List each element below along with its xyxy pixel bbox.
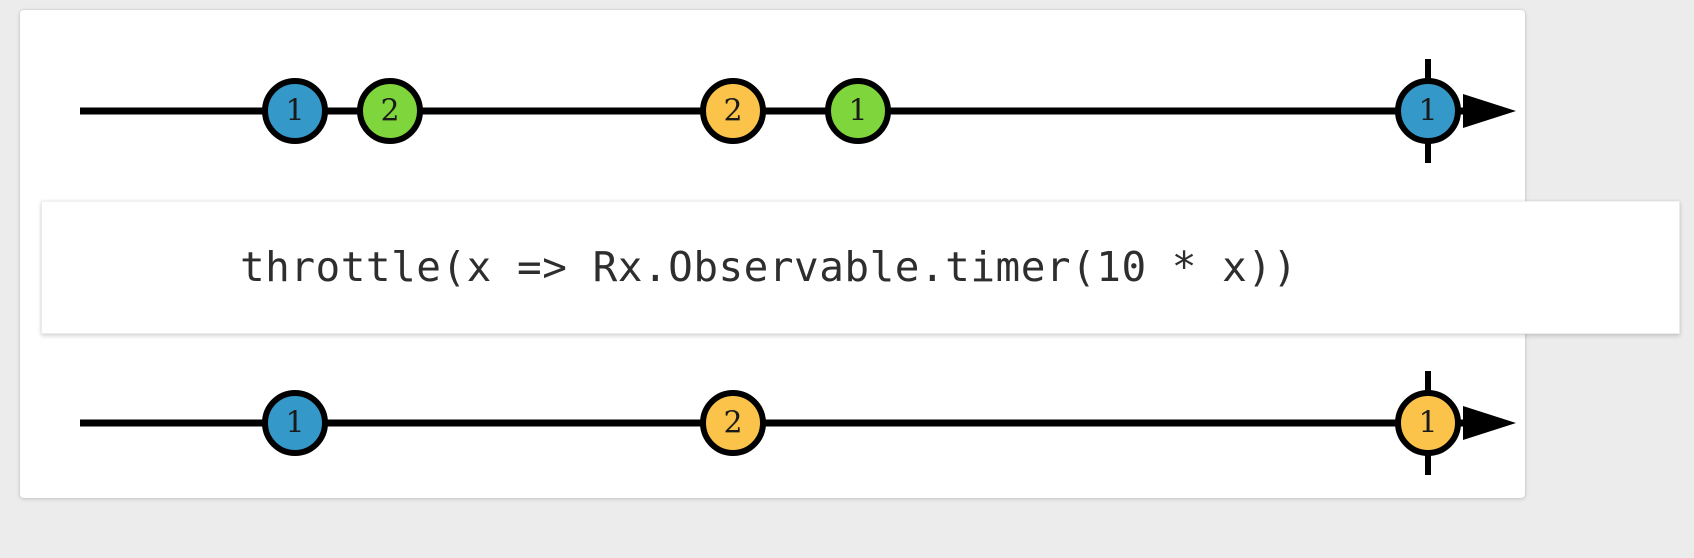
marble[interactable]: 1 xyxy=(1395,371,1461,475)
marble-circle[interactable] xyxy=(700,78,766,144)
marble-circle[interactable] xyxy=(262,78,328,144)
marble-value-label: 1 xyxy=(1418,406,1437,441)
marble[interactable]: 1 xyxy=(1395,59,1461,163)
marble-circle[interactable] xyxy=(357,78,423,144)
operator-code-text: throttle(x => Rx.Observable.timer(10 * x… xyxy=(240,243,1298,291)
marble[interactable]: 1 xyxy=(825,78,891,144)
result-timeline-svg: 1 2 1 xyxy=(80,371,1516,475)
operator-code-panel[interactable]: throttle(x => Rx.Observable.timer(10 * x… xyxy=(41,201,1680,334)
marble-value-label: 1 xyxy=(1418,94,1437,129)
source-marble-group: 1 2 2 1 1 xyxy=(262,59,1461,163)
source-timeline-panel[interactable]: 1 2 2 1 1 xyxy=(20,18,1525,196)
marble-circle[interactable] xyxy=(1395,78,1461,144)
marble[interactable]: 2 xyxy=(700,78,766,144)
marble-circle[interactable] xyxy=(262,390,328,456)
marble-value-label: 1 xyxy=(285,94,304,129)
marble[interactable]: 2 xyxy=(700,390,766,456)
arrow-head-icon xyxy=(1463,94,1516,128)
source-timeline-svg: 1 2 2 1 1 xyxy=(80,59,1516,163)
marble-diagram-card: 1 2 2 1 1 throttle(x => Rx.Observable.timer(… xyxy=(20,10,1680,498)
marble-circle[interactable] xyxy=(700,390,766,456)
marble[interactable]: 1 xyxy=(262,78,328,144)
marble-value-label: 2 xyxy=(723,406,742,441)
marble[interactable]: 1 xyxy=(262,390,328,456)
result-timeline-panel[interactable]: 1 2 1 xyxy=(20,340,1525,495)
arrow-head-icon xyxy=(1463,406,1516,440)
marble-value-label: 2 xyxy=(380,94,399,129)
marble[interactable]: 2 xyxy=(357,78,423,144)
result-marble-group: 1 2 1 xyxy=(262,371,1461,475)
marble-value-label: 2 xyxy=(723,94,742,129)
marble-value-label: 1 xyxy=(285,406,304,441)
marble-value-label: 1 xyxy=(848,94,867,129)
marble-circle[interactable] xyxy=(825,78,891,144)
marble-circle[interactable] xyxy=(1395,390,1461,456)
